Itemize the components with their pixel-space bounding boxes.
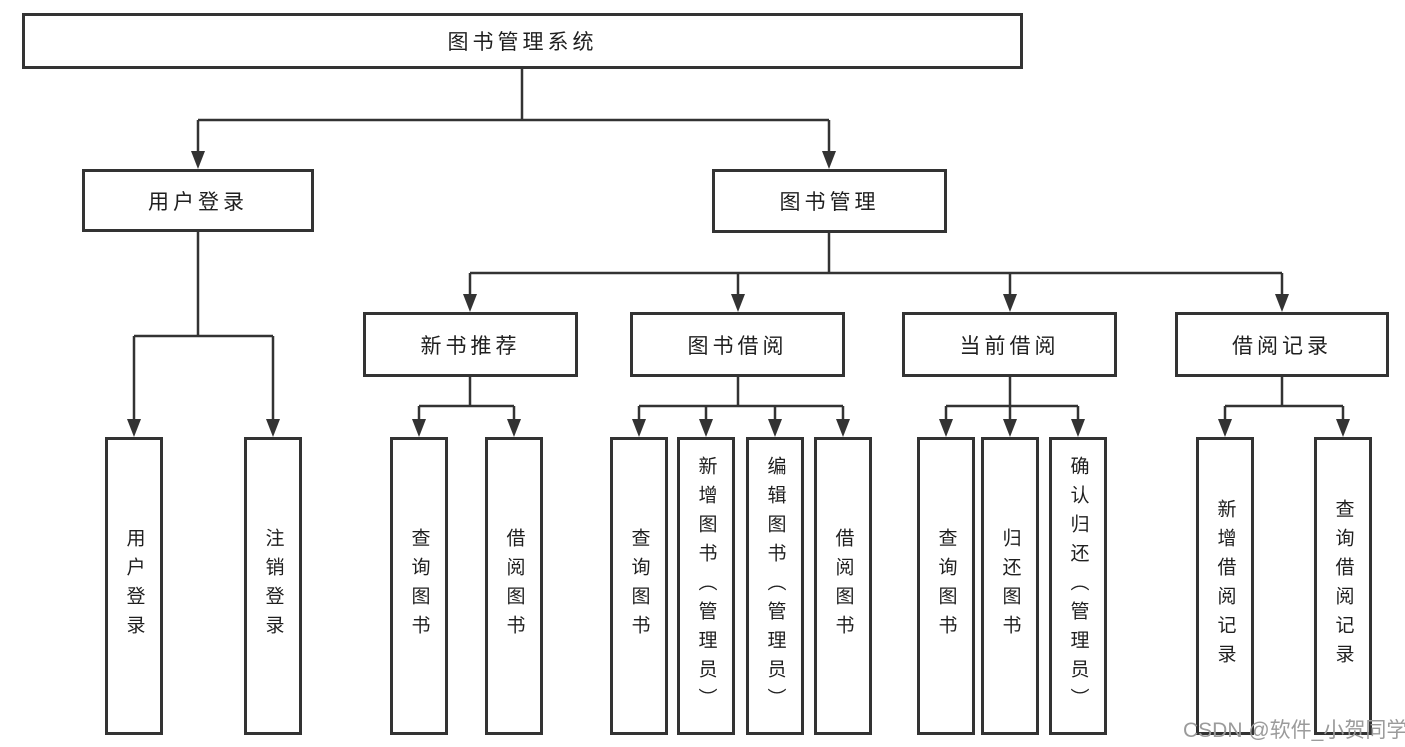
leaf-label: 确认归还（管理员） [1067, 455, 1089, 717]
leaf-label: 用户登录 [123, 528, 145, 644]
leaf-query-books-2: 查询图书 [610, 437, 668, 735]
leaf-label: 新增借阅记录 [1214, 499, 1236, 673]
leaf-query-books-1: 查询图书 [390, 437, 448, 735]
node-label: 当前借阅 [959, 334, 1060, 358]
node-label: 用户登录 [148, 190, 248, 214]
leaf-user-login: 用户登录 [105, 437, 163, 735]
connector-root-to-level2 [196, 69, 831, 152]
leaf-label: 查询图书 [628, 528, 650, 644]
leaf-label: 查询图书 [935, 528, 957, 644]
leaf-add-books-admin: 新增图书（管理员） [677, 437, 735, 735]
connector-bookborrow-to-leaves [637, 377, 845, 420]
node-label: 借阅记录 [1232, 334, 1332, 358]
leaf-label: 新增图书（管理员） [695, 455, 717, 717]
node-label: 图书借阅 [687, 334, 788, 358]
connector-bookmgmt-to-level3 [468, 233, 1284, 295]
connector-records-to-leaves [1223, 377, 1345, 420]
leaf-return-books: 归还图书 [981, 437, 1039, 735]
leaf-label: 编辑图书（管理员） [764, 455, 786, 717]
node-label: 图书管理 [779, 191, 880, 214]
leaf-borrow-books-2: 借阅图书 [814, 437, 872, 735]
leaf-confirm-return-admin: 确认归还（管理员） [1049, 437, 1107, 735]
leaf-query-books-3: 查询图书 [917, 437, 975, 735]
leaf-borrow-books-1: 借阅图书 [485, 437, 543, 735]
leaf-label: 借阅图书 [503, 528, 525, 644]
node-library-management-system: 图书管理系统 [22, 13, 1023, 69]
node-book-management: 图书管理 [712, 169, 947, 233]
connector-newbooks-to-leaves [417, 377, 516, 420]
leaf-label: 查询借阅记录 [1332, 499, 1354, 673]
leaf-label: 归还图书 [999, 528, 1021, 644]
csdn-watermark: CSDN @软件_小贺同学 [1183, 719, 1405, 742]
node-label: 图书管理系统 [447, 31, 598, 54]
node-current-borrowing: 当前借阅 [902, 312, 1117, 377]
node-new-book-recommendation: 新书推荐 [363, 312, 578, 377]
leaf-label: 借阅图书 [832, 528, 854, 644]
node-book-borrowing: 图书借阅 [630, 312, 845, 377]
node-label: 新书推荐 [420, 334, 521, 358]
connector-currentborrow-to-leaves [944, 377, 1080, 420]
leaf-add-borrow-record: 新增借阅记录 [1196, 437, 1254, 735]
leaf-logout: 注销登录 [244, 437, 302, 735]
leaf-label: 注销登录 [262, 528, 284, 644]
leaf-query-borrow-record: 查询借阅记录 [1314, 437, 1372, 735]
arrowheads [127, 151, 1350, 437]
connector-userlogin-to-leaves [132, 232, 275, 420]
node-user-login: 用户登录 [82, 169, 314, 232]
leaf-edit-books-admin: 编辑图书（管理员） [746, 437, 804, 735]
node-borrowing-records: 借阅记录 [1175, 312, 1389, 377]
leaf-label: 查询图书 [408, 528, 430, 644]
